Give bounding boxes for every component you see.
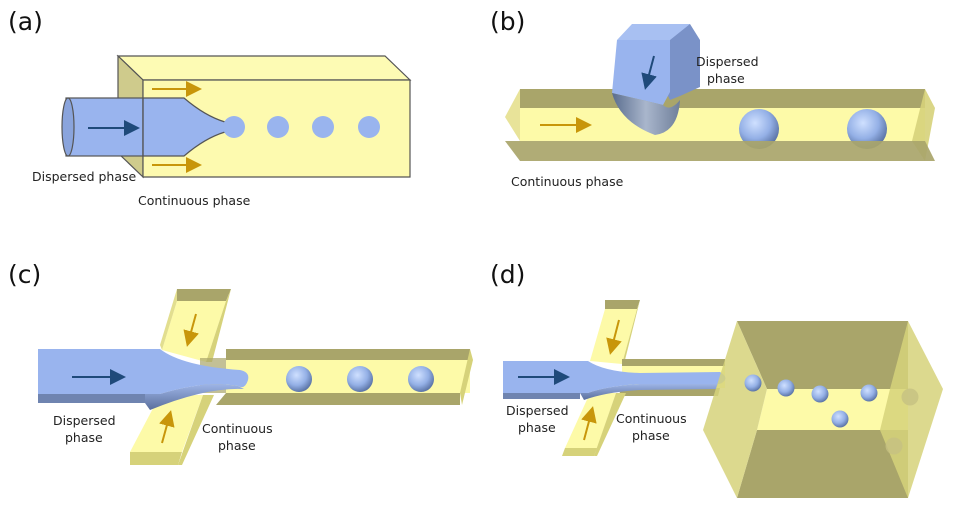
panel-b: (b) Dispersed phase Continuous phase bbox=[490, 7, 935, 189]
dispersed-neck bbox=[612, 93, 680, 135]
channel-front-wall bbox=[505, 141, 935, 161]
output-channel-front bbox=[216, 393, 460, 405]
top-inlet-left bbox=[160, 289, 177, 350]
continuous-phase-label: Continuous phase bbox=[511, 174, 624, 189]
droplet bbox=[739, 109, 779, 149]
droplet-behind-wall bbox=[885, 437, 903, 455]
focused-thread-side bbox=[580, 384, 718, 400]
continuous-phase-label-line2: phase bbox=[218, 438, 256, 453]
droplet bbox=[347, 366, 373, 392]
panel-label-c: (c) bbox=[8, 260, 41, 289]
dispersed-channel-top bbox=[38, 349, 160, 394]
dispersed-phase-label-line2: phase bbox=[707, 71, 745, 86]
dispersed-phase-label-line1: Dispersed bbox=[696, 54, 759, 69]
reservoir-back bbox=[737, 321, 908, 389]
reservoir-left-face bbox=[703, 321, 767, 498]
continuous-flow-arrow-icon bbox=[159, 410, 175, 444]
droplet bbox=[358, 116, 380, 138]
channel-top-face bbox=[116, 55, 412, 81]
panel-label-a: (a) bbox=[8, 7, 43, 36]
channel-floor bbox=[520, 108, 925, 141]
dispersed-inlet-top bbox=[617, 24, 690, 40]
continuous-phase-label-line2: phase bbox=[632, 428, 670, 443]
continuous-flow-arrow-icon bbox=[606, 319, 622, 355]
focused-thread bbox=[588, 361, 726, 393]
continuous-phase-label: Continuous phase bbox=[138, 193, 251, 208]
dispersed-flow-arrow-icon bbox=[641, 55, 657, 90]
continuous-phase-label-line1: Continuous bbox=[202, 421, 273, 436]
focused-thread-side bbox=[145, 384, 244, 410]
dispersed-phase-label-line1: Dispersed bbox=[53, 413, 116, 428]
dispersed-channel-front bbox=[503, 393, 580, 399]
top-inlet-wall bbox=[622, 300, 640, 364]
continuous-flow-arrow-icon bbox=[183, 313, 199, 347]
bottom-inlet-wall bbox=[178, 395, 214, 465]
droplet bbox=[267, 116, 289, 138]
continuous-flow-arrow-icon bbox=[581, 406, 597, 441]
bottom-inlet-front bbox=[130, 452, 182, 465]
continuous-phase-label-line1: Continuous bbox=[616, 411, 687, 426]
droplet bbox=[744, 374, 762, 392]
droplet bbox=[860, 384, 878, 402]
top-inlet-floor bbox=[590, 309, 637, 364]
bottom-inlet-wall bbox=[594, 393, 626, 456]
channel-back-wall bbox=[520, 89, 925, 108]
droplet bbox=[312, 116, 334, 138]
droplet bbox=[408, 366, 434, 392]
capillary-inlet bbox=[61, 97, 75, 157]
panel-a: (a) Dispersed phase Continuous phase bbox=[8, 7, 412, 208]
droplet bbox=[811, 385, 829, 403]
dispersed-phase-label-line2: phase bbox=[518, 420, 556, 435]
droplet bbox=[223, 116, 245, 138]
top-inlet-back bbox=[605, 300, 640, 309]
droplet-behind-wall bbox=[901, 388, 919, 406]
output-channel-end bbox=[460, 349, 473, 405]
reservoir-front-bottom bbox=[737, 430, 908, 498]
droplet bbox=[847, 109, 887, 149]
dispersed-phase-label-line1: Dispersed bbox=[506, 403, 569, 418]
dispersed-phase-label: Dispersed phase bbox=[32, 169, 137, 184]
dispersed-channel-front bbox=[38, 394, 145, 403]
focused-thread bbox=[160, 349, 249, 394]
droplet bbox=[286, 366, 312, 392]
panel-label-d: (d) bbox=[490, 260, 525, 289]
panel-c: (c) Dispersed phase Continuous phase bbox=[8, 260, 473, 465]
dispersed-phase-label-line2: phase bbox=[65, 430, 103, 445]
connecting-channel-front bbox=[618, 388, 720, 396]
connecting-channel-back bbox=[622, 359, 725, 366]
bottom-inlet-front bbox=[562, 448, 597, 456]
droplet bbox=[777, 379, 795, 397]
top-inlet-back bbox=[177, 289, 231, 301]
output-channel-back bbox=[226, 349, 470, 360]
channel-left-end bbox=[505, 89, 520, 141]
droplet bbox=[831, 410, 849, 428]
top-inlet-wall bbox=[206, 289, 231, 362]
panel-d: (d) Dispersed phase bbox=[490, 260, 943, 498]
panel-label-b: (b) bbox=[490, 7, 525, 36]
